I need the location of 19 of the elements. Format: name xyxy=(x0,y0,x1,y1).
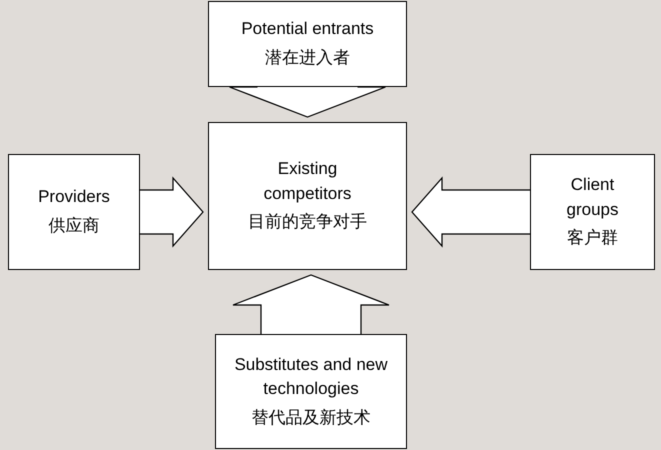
node-label: 客户群 xyxy=(567,227,618,250)
node-label: 目前的竞争对手 xyxy=(248,211,367,234)
block-arrow xyxy=(232,274,390,335)
text-box xyxy=(8,154,140,270)
node-label: Substitutes and new technologies xyxy=(233,354,389,400)
node-label: 潜在进入者 xyxy=(265,47,350,69)
block-arrow xyxy=(411,176,531,248)
text-box xyxy=(208,1,407,87)
node-label: Providers xyxy=(38,186,110,208)
text-box xyxy=(530,154,655,270)
node-label: 供应商 xyxy=(48,215,100,237)
block-arrow xyxy=(139,176,204,248)
node-label: Existing competitors xyxy=(262,158,352,205)
node-label: Potential entrants xyxy=(241,18,374,40)
node-label: Client groups xyxy=(566,174,620,221)
node-label: 替代品及新技术 xyxy=(252,406,370,429)
block-arrow xyxy=(228,86,386,118)
text-box xyxy=(215,334,407,449)
text-box xyxy=(208,122,407,270)
